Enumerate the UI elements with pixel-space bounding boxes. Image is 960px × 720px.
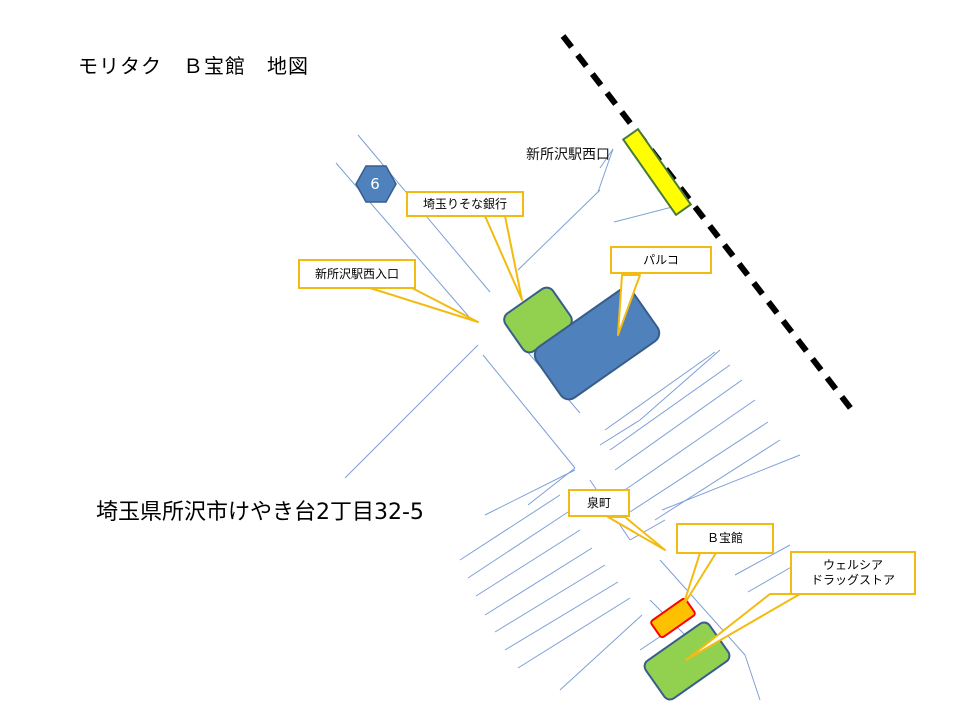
railway-line [560,34,855,412]
parco-building [533,287,661,401]
page-title: モリタク Ｂ宝館 地図 [78,54,309,78]
route-shield-icon [355,165,397,203]
road-network [335,134,801,701]
callout-pointers [369,215,801,661]
callout-resona-bank: 埼玉りそな銀行 [406,191,524,217]
callout-izumicho: 泉町 [568,489,630,517]
callout-west-entrance: 新所沢駅西入口 [298,259,416,289]
route-shield-number: 6 [370,175,380,193]
callout-parco: パルコ [610,246,712,274]
bhokan-building [650,597,696,639]
station-building [621,127,693,217]
callout-bhokan: Ｂ宝館 [676,523,774,554]
address-text: 埼玉県所沢市けやき台2丁目32-5 [96,500,424,525]
hatched-blocks [459,351,801,691]
station-west-exit-label: 新所沢駅西口 [526,147,610,163]
callout-welcia-drugstore: ウェルシア ドラッグストア [790,551,916,595]
welcia-building [643,621,731,701]
